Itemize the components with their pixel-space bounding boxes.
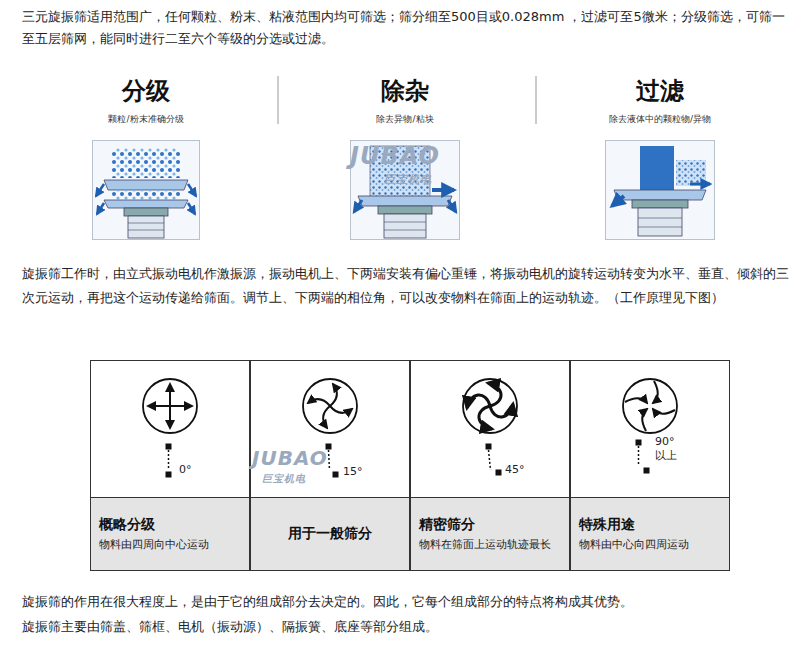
watermark: JUBAO xyxy=(252,446,328,470)
filter-illustration xyxy=(605,140,715,240)
angle-label: 90° 以上 xyxy=(655,435,684,464)
divider xyxy=(278,76,279,124)
cell-note: 物料由四周向中心运动 xyxy=(99,537,209,552)
divider xyxy=(536,76,537,124)
table-cell: 0° xyxy=(90,360,250,498)
panel-heading: 除杂 xyxy=(381,75,429,107)
paragraph: 三元旋振筛适用范围广，任何颗粒、粉末、粘液范围内均可筛选；筛分细至500目或0.… xyxy=(22,6,792,50)
picture-panel: 过滤除去液体中的颗粒物/异物 xyxy=(605,140,715,240)
table-cell: 用于一般筛分 xyxy=(250,497,410,571)
angle-label: 15° xyxy=(343,465,363,479)
cell-note: 物料在筛面上运动轨迹最长 xyxy=(419,537,551,552)
paragraph: 旋振筛主要由筛盖、筛框、电机（振动源）、隔振簧、底座等部分组成。 xyxy=(22,616,792,638)
table-cell: 精密筛分物料在筛面上运动轨迹最长 xyxy=(410,497,570,571)
cell-heading: 概略分级 xyxy=(99,516,155,534)
cell-note: 物料由中心向四周运动 xyxy=(579,537,689,552)
angle-label: 45° xyxy=(505,463,525,477)
weight-symbol xyxy=(166,440,649,477)
watermark: JUBAO xyxy=(350,142,440,170)
cell-heading: 特殊用途 xyxy=(579,516,635,534)
paragraph: 旋振筛工作时，由立式振动电机作激振源，振动电机上、下两端安装有偏心重锤，将振动电… xyxy=(22,262,792,310)
panel-heading: 分级 xyxy=(122,75,170,107)
table-cell: 特殊用途物料由中心向四周运动 xyxy=(570,497,730,571)
paragraph: 旋振筛的作用在很大程度上，是由于它的组成部分去决定的。因此，它每个组成部分的特点… xyxy=(22,591,792,613)
table-cell: 90° 以上 xyxy=(570,360,730,498)
table-cell: 概略分级物料由四周向中心运动 xyxy=(90,497,250,571)
watermark: 巨宝机电 xyxy=(262,472,306,486)
angle-label: 0° xyxy=(179,463,192,477)
impurity-illustration xyxy=(350,140,460,240)
panel-subtitle: 除去异物/粘块 xyxy=(376,113,433,126)
cell-heading: 用于一般筛分 xyxy=(288,525,372,543)
panel-subtitle: 颗粒/粉末准确分级 xyxy=(108,113,183,126)
table-cell: 45° xyxy=(410,360,570,498)
panel-subtitle: 除去液体中的颗粒物/异物 xyxy=(609,113,711,126)
watermark: 巨宝机电 xyxy=(384,172,432,187)
cell-heading: 精密筛分 xyxy=(419,516,475,534)
picture-panel: 分级颗粒/粉末准确分级 xyxy=(92,140,200,240)
panel-heading: 过滤 xyxy=(636,75,684,107)
grading-illustration xyxy=(92,140,200,240)
